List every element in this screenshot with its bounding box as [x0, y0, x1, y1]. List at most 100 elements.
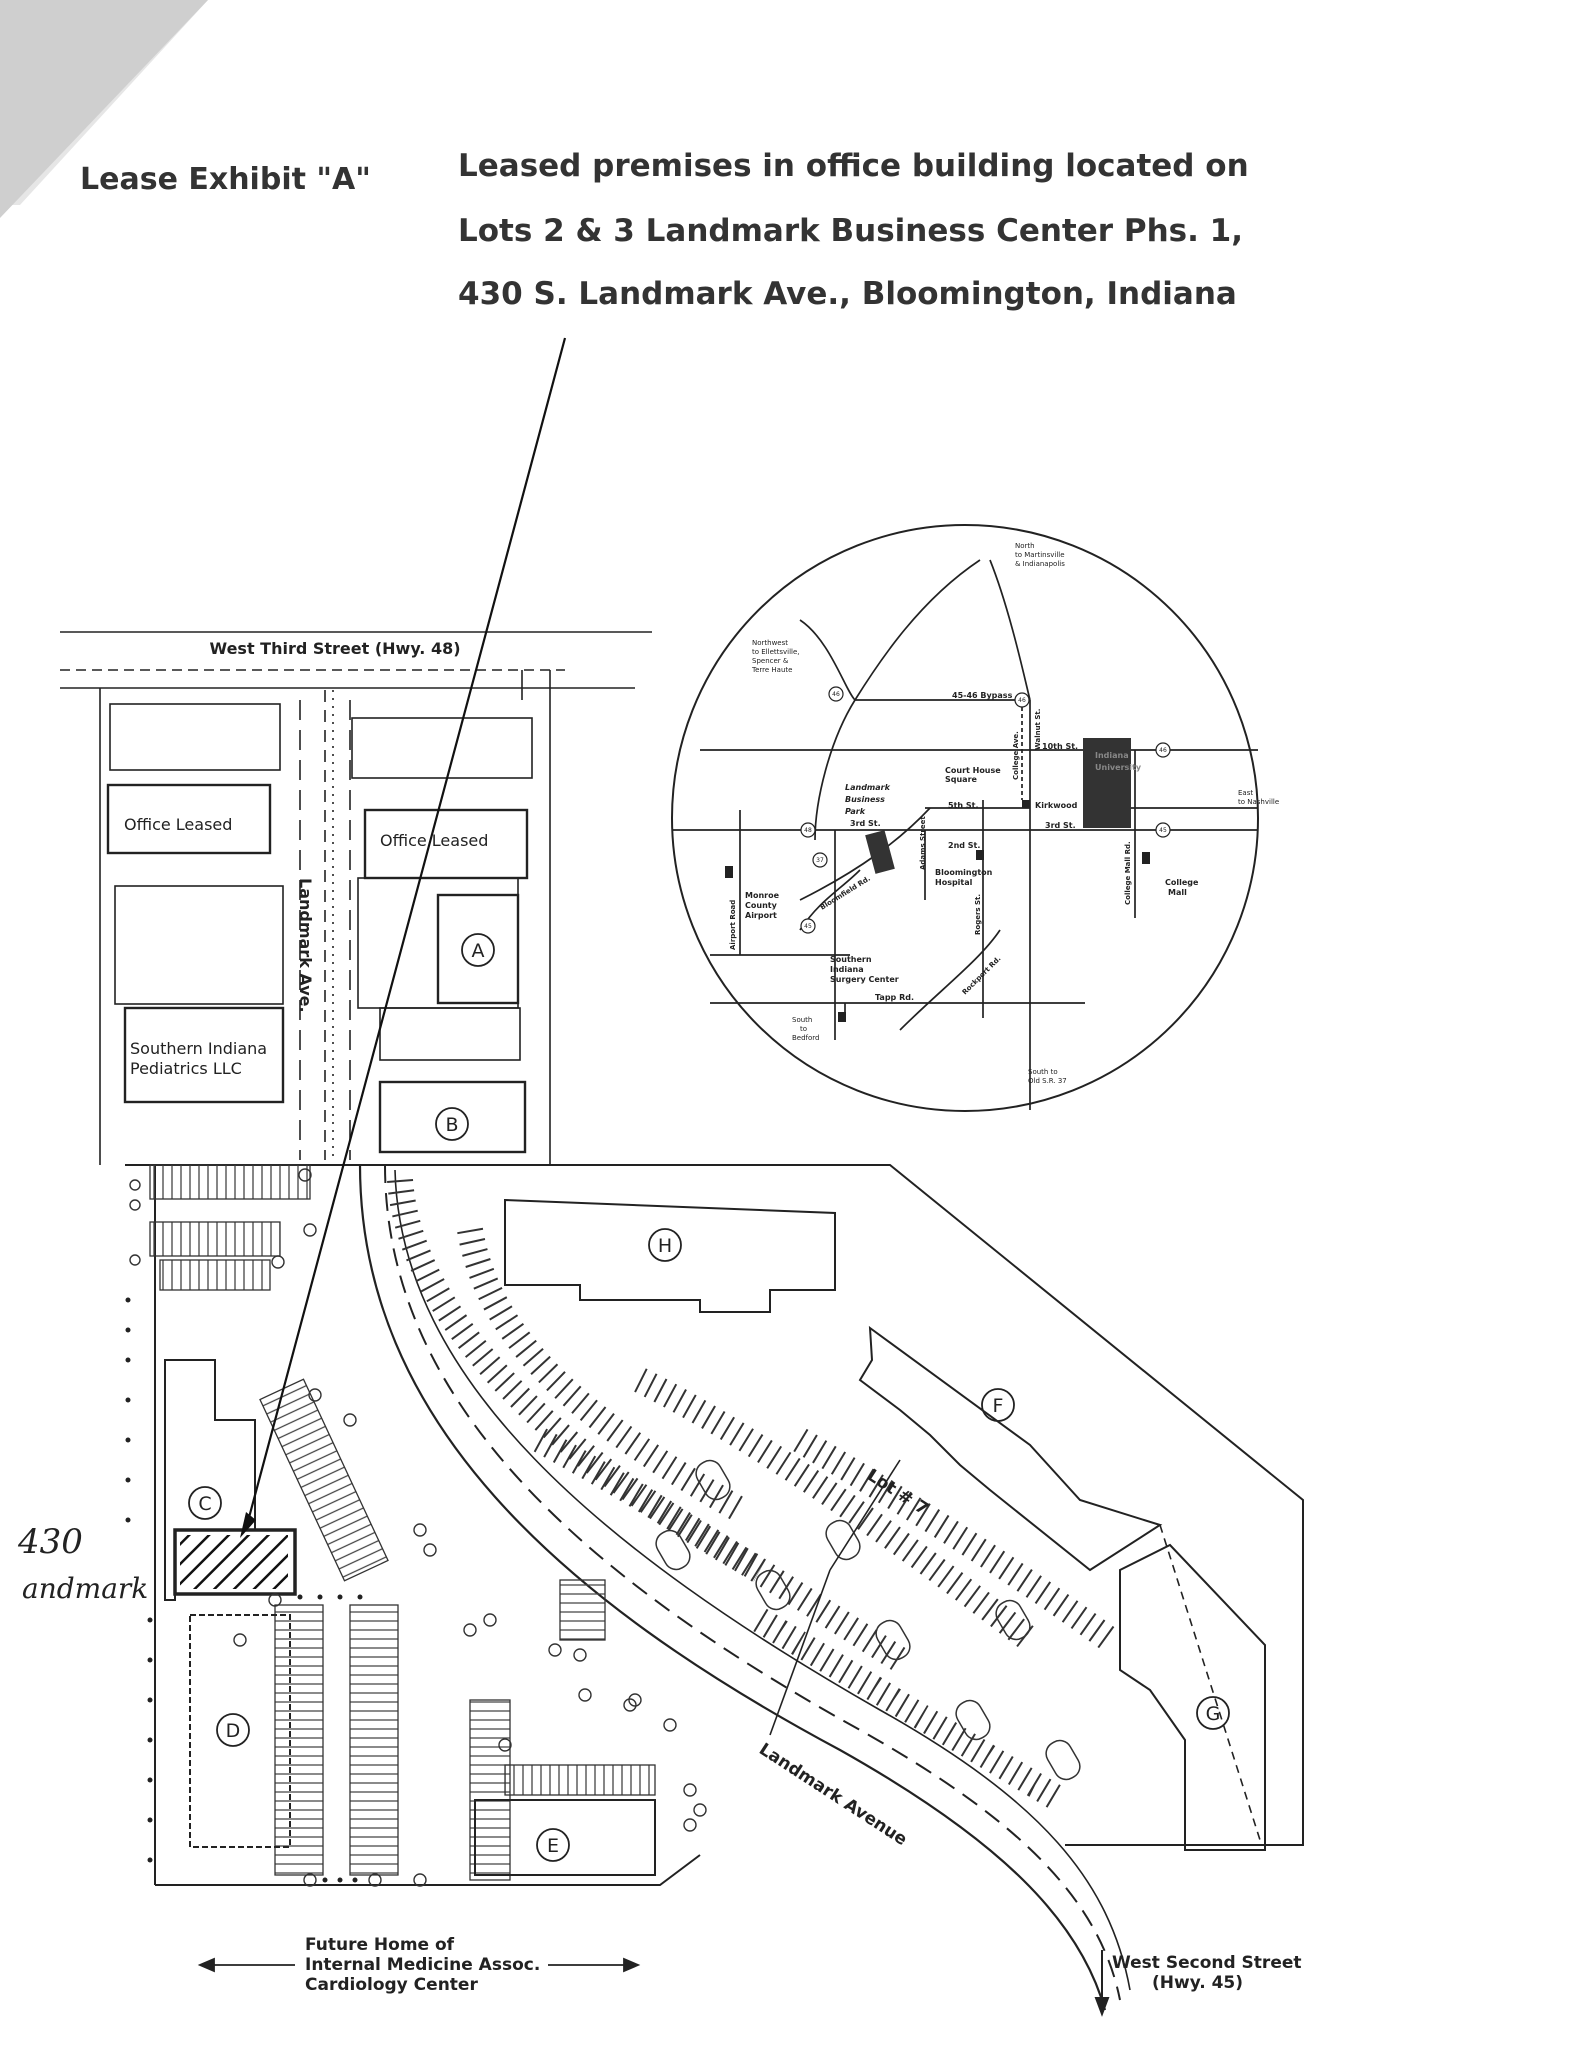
- pediatrics-label-2: Pediatrics LLC: [130, 1059, 242, 1078]
- shield-2: 48: [804, 827, 812, 834]
- exhibit-title: Lease Exhibit "A": [80, 162, 371, 197]
- building-d-label: D: [226, 1720, 241, 1742]
- future-home-label: Future Home of Internal Medicine Assoc. …: [305, 1935, 540, 1995]
- airport-marker: [725, 866, 733, 878]
- inset-surgery-1: Southern: [830, 955, 872, 964]
- inset-tapp: Tapp Rd.: [875, 993, 914, 1002]
- inset-airport-road: Airport Road: [729, 900, 737, 950]
- inset-college-ave: College Ave.: [1012, 731, 1020, 780]
- inset-hospital-2: Hospital: [935, 878, 973, 887]
- inset-airport-2: County: [745, 901, 778, 910]
- inset-third-left: 3rd St.: [850, 819, 881, 828]
- inset-park-1: Landmark: [845, 783, 891, 792]
- description-line-3: 430 S. Landmark Ave., Bloomington, India…: [458, 276, 1237, 312]
- handwritten-430: 430: [17, 1522, 83, 1562]
- inset-iu-2: University: [1095, 763, 1142, 772]
- building-b-label: B: [445, 1114, 458, 1136]
- inset-kirkwood: Kirkwood: [1035, 801, 1078, 810]
- inset-rogers: Rogers St.: [974, 894, 982, 935]
- inset-bedford-1: South: [792, 1016, 812, 1024]
- pointer-arrowhead: [240, 1512, 256, 1538]
- inset-nw-4: Terre Haute: [751, 666, 792, 674]
- inset-surgery-2: Indiana: [830, 965, 864, 974]
- building-f-outline: [858, 1325, 1163, 1572]
- building-c-label: C: [198, 1493, 211, 1515]
- inset-courthouse-1: Court House: [945, 766, 1001, 775]
- inset-adams: Adams Street: [919, 816, 927, 870]
- inset-north-3: & Indianapolis: [1015, 560, 1065, 568]
- inset-nw-1: Northwest: [752, 639, 788, 647]
- description-line-2: Lots 2 & 3 Landmark Business Center Phs.…: [458, 213, 1244, 249]
- parking-islands: [655, 1459, 1081, 1781]
- parking-stalls: [149, 1164, 1118, 1881]
- inset-college-mall-rd: College Mall Rd.: [1124, 841, 1132, 905]
- inset-locator-map: 46 46 48 37 45 45 46 North to Martinsvil…: [671, 524, 1279, 1112]
- pointer-line: [245, 337, 567, 1526]
- street-west-third: West Third Street (Hwy. 48): [209, 639, 460, 658]
- hospital-marker: [976, 850, 984, 860]
- inset-third-right: 3rd St.: [1045, 821, 1076, 830]
- inset-fifth: 5th St.: [948, 801, 979, 810]
- west-second-label: West Second Street (Hwy. 45): [1112, 1953, 1302, 1993]
- landscaping-dots: [125, 1297, 363, 1883]
- lot-lines: [769, 1459, 1261, 1841]
- west-second-line-2: (Hwy. 45): [1152, 1973, 1244, 1993]
- inset-mall-1: College: [1165, 878, 1199, 887]
- inset-rockport: Rockport Rd.: [961, 955, 1003, 997]
- inset-north-1: North: [1015, 542, 1035, 550]
- inset-east-1: East: [1238, 789, 1253, 797]
- inset-nw-2: to Ellettsville,: [752, 648, 800, 656]
- inset-bedford-3: Bedford: [792, 1034, 820, 1042]
- inset-hospital-1: Bloomington: [935, 868, 993, 877]
- building-f-label: F: [993, 1395, 1004, 1417]
- site-buildings: [164, 1198, 1266, 1876]
- leased-premises-box: [173, 1528, 297, 1596]
- west-second-arrow: [1094, 1950, 1110, 2017]
- building-letters: [188, 933, 1230, 1862]
- folded-corner-shadow: [0, 0, 208, 218]
- indiana-university-block: [1083, 738, 1131, 828]
- west-second-line-1: West Second Street: [1112, 1953, 1302, 1973]
- shield-5: 45: [1159, 827, 1167, 834]
- inset-bloomfield: Bloomfield Rd.: [819, 874, 872, 911]
- inset-south37-2: Old S.R. 37: [1028, 1077, 1067, 1085]
- building-g-outline: [1119, 1543, 1266, 1851]
- inset-courthouse-2: Square: [945, 775, 978, 784]
- inset-east-2: to Nashville: [1238, 798, 1279, 806]
- inset-park-3: Park: [845, 807, 866, 816]
- shield-0: 46: [832, 691, 840, 698]
- handwritten-landmark: andmark: [22, 1572, 148, 1605]
- inset-second: 2nd St.: [948, 841, 980, 850]
- shield-3: 37: [816, 857, 824, 864]
- inset-north-2: to Martinsville: [1015, 551, 1065, 559]
- office-leased-left-label: Office Leased: [124, 815, 232, 834]
- inset-south37-1: South to: [1028, 1068, 1058, 1076]
- college-mall-marker: [1142, 852, 1150, 864]
- building-h-outline: [504, 1198, 836, 1313]
- building-e-outline: [474, 1799, 656, 1876]
- future-home-line-1: Future Home of: [305, 1935, 455, 1955]
- inset-tenth: 10th St.: [1042, 742, 1078, 751]
- future-home-line-3: Cardiology Center: [305, 1975, 478, 1995]
- building-d-outline: [189, 1614, 291, 1848]
- landmark-park-marker: [865, 830, 895, 874]
- inset-mall-2: Mall: [1168, 888, 1187, 897]
- inset-iu-1: Indiana: [1095, 751, 1129, 760]
- inset-bypass: 45-46 Bypass: [952, 691, 1013, 700]
- future-home-arrows: [197, 1957, 641, 1973]
- building-g-label: G: [1206, 1703, 1221, 1725]
- inset-nw-3: Spencer &: [752, 657, 789, 665]
- inset-surgery-3: Surgery Center: [830, 975, 899, 984]
- leased-premises-hatch: [180, 1535, 288, 1589]
- shield-1: 46: [1159, 747, 1167, 754]
- description-line-1: Leased premises in office building locat…: [458, 148, 1249, 184]
- shield-4: 45: [804, 923, 812, 930]
- shield-6: 46: [1018, 697, 1026, 704]
- office-leased-right-label: Office Leased: [380, 831, 488, 850]
- street-landmark-avenue: Landmark Avenue: [755, 1739, 910, 1850]
- surgery-center-marker: [838, 1012, 846, 1022]
- street-landmark-ave-vertical: Landmark Ave.: [296, 878, 315, 1013]
- lower-site-outline: [125, 1164, 1304, 2011]
- inset-bedford-2: to: [800, 1025, 807, 1033]
